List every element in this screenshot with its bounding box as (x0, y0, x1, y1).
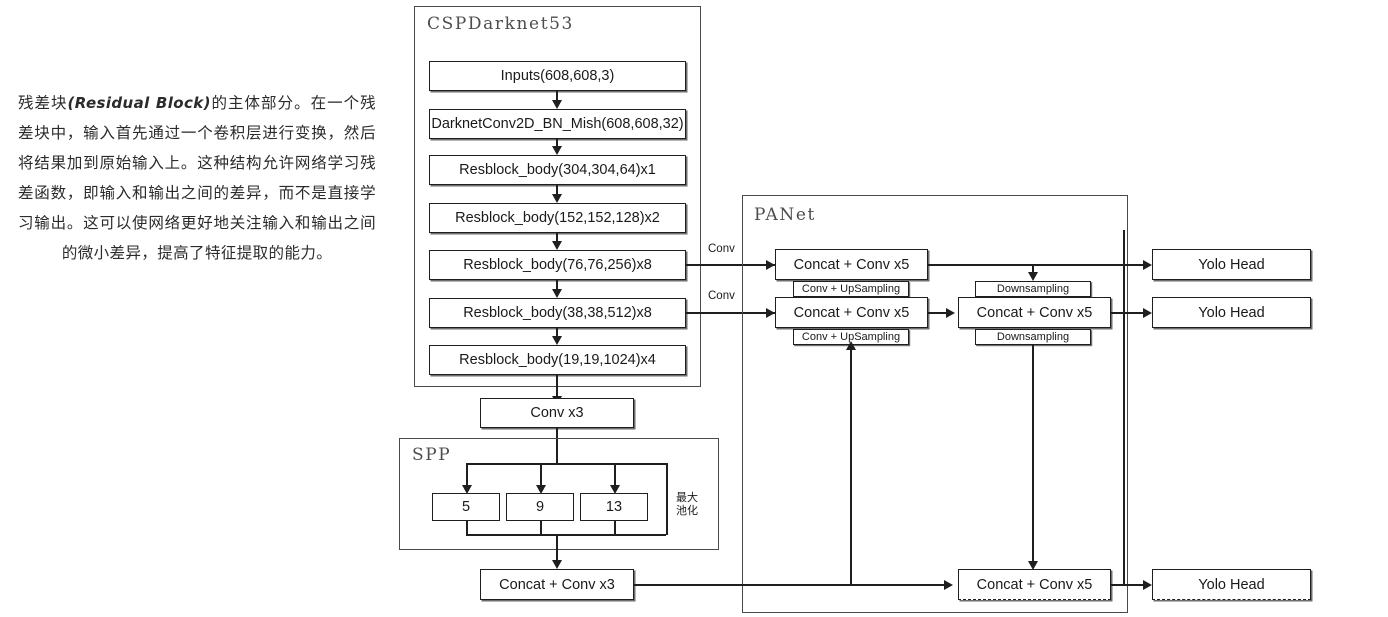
arrowhead-res152-to-res76 (551, 241, 562, 250)
connector-res152-to-res76 (556, 233, 558, 241)
explanatory-note: 残差块(Residual Block)的主体部分。在一个残差块中，输入首先通过一… (18, 88, 376, 268)
node-spp-pool-5[interactable]: 5 (432, 493, 500, 521)
connector-tap38-horizontal (686, 312, 780, 314)
connector-panet-right-bus (1123, 230, 1125, 584)
connector-res19-to-convx3 (556, 375, 558, 396)
connector-downsample-bottom-to-bottom-x5 (1032, 345, 1034, 561)
node-downsampling-bottom[interactable]: Downsampling (975, 329, 1091, 345)
node-panet-concat-conv-x5-bottom[interactable]: Concat + Conv x5 (958, 569, 1111, 600)
node-downsampling-top[interactable]: Downsampling (975, 281, 1091, 297)
group-title-cspdarknet53: CSPDarknet53 (427, 14, 574, 34)
node-yolo-head-2[interactable]: Yolo Head (1152, 297, 1311, 328)
node-spp-pool-9[interactable]: 9 (506, 493, 574, 521)
connector-conv-to-res304 (556, 139, 558, 146)
group-title-panet: PANet (754, 205, 816, 225)
spp-branch-right-down (614, 463, 616, 485)
arrowhead-to-yolo-head-3 (1143, 579, 1152, 590)
connector-res76-to-res38 (556, 280, 558, 289)
connector-right-x5-to-head2 (1111, 312, 1143, 314)
connector-panet-entry-rail (742, 195, 743, 613)
arrowhead-to-downsampling-top (1027, 272, 1038, 281)
node-conv-x3[interactable]: Conv x3 (480, 398, 634, 428)
arrowhead-to-yolo-head-2 (1143, 307, 1152, 318)
connector-convx3-to-spp (556, 428, 558, 464)
node-spp-pool-13[interactable]: 13 (580, 493, 648, 521)
label-tap-conv-76: Conv (708, 243, 735, 255)
arrowhead-downsample-bottom-to-bottom-x5 (1027, 561, 1038, 570)
label-spp-maxpool: 最大 池化 (676, 491, 698, 517)
connector-spp-to-concat-convx3 (556, 534, 558, 560)
group-spp (399, 438, 719, 550)
arrowhead-res38-to-res19 (551, 336, 562, 345)
node-panet-concat-conv-x5-right[interactable]: Concat + Conv x5 (958, 297, 1111, 328)
spp-bus-bottom (466, 534, 666, 536)
arrowhead-upsample-feed (845, 341, 856, 350)
node-darknetconv2d-bn-mish[interactable]: DarknetConv2D_BN_Mish(608,608,32) (429, 109, 686, 139)
node-yolo-head-1[interactable]: Yolo Head (1152, 249, 1311, 280)
arrowhead-res76-to-res38 (551, 289, 562, 298)
spp-branch-left-down (466, 463, 468, 485)
node-conv-upsampling-top[interactable]: Conv + UpSampling (793, 281, 909, 297)
arrowhead-res304-to-res152 (551, 194, 562, 203)
connector-top-x5-right (928, 264, 1143, 266)
arrowhead-spp-pool-13 (609, 485, 620, 494)
group-panet (742, 195, 1128, 613)
arrowhead-tap38 (766, 307, 775, 318)
arrowhead-spp-pool-9 (535, 485, 546, 494)
note-text-pre: 残差块 (18, 94, 68, 112)
connector-inputs-to-conv (556, 91, 558, 100)
node-panet-concat-conv-x5-mid[interactable]: Concat + Conv x5 (775, 297, 928, 328)
node-resblock-body-76[interactable]: Resblock_body(76,76,256)x8 (429, 250, 686, 280)
arrowhead-conv-to-res304 (551, 146, 562, 155)
spp-merge-right-up (614, 521, 616, 535)
node-inputs[interactable]: Inputs(608,608,3) (429, 61, 686, 91)
connector-top-x5-down-to-downsample (1032, 264, 1034, 272)
connector-res304-to-res152 (556, 185, 558, 194)
connector-tap76-horizontal (686, 264, 780, 266)
node-conv-upsampling-bottom[interactable]: Conv + UpSampling (793, 329, 909, 345)
spp-branch-mid-down (540, 463, 542, 485)
node-resblock-body-19[interactable]: Resblock_body(19,19,1024)x4 (429, 345, 686, 375)
connector-res38-to-res19 (556, 328, 558, 336)
group-title-spp: SPP (412, 445, 452, 465)
arrowhead-to-yolo-head-1 (1143, 259, 1152, 270)
node-resblock-body-304[interactable]: Resblock_body(304,304,64)x1 (429, 155, 686, 185)
arrowhead-inputs-to-conv (551, 100, 562, 109)
arrowhead-spp-to-concat-convx3 (551, 560, 562, 569)
note-text-post: 的主体部分。在一个残差块中，输入首先通过一个卷积层进行变换，然后将结果加到原始输… (18, 94, 376, 262)
arrowhead-spp-pool-5 (461, 485, 472, 494)
connector-concat-convx3-to-bottom-x5 (634, 584, 946, 586)
node-concat-conv-x3[interactable]: Concat + Conv x3 (480, 569, 634, 600)
node-yolo-head-3[interactable]: Yolo Head (1152, 569, 1311, 600)
node-resblock-body-38[interactable]: Resblock_body(38,38,512)x8 (429, 298, 686, 328)
spp-merge-mid-up (540, 521, 542, 535)
connector-bottom-x5-to-head3 (1111, 584, 1143, 586)
connector-mid-x5-to-right-x5 (928, 312, 950, 314)
note-text-en: (Residual Block) (67, 94, 211, 112)
node-resblock-body-152[interactable]: Resblock_body(152,152,128)x2 (429, 203, 686, 233)
node-panet-concat-conv-x5-top[interactable]: Concat + Conv x5 (775, 249, 928, 280)
arrowhead-concat-convx3-to-bottom-x5 (944, 579, 953, 590)
arrowhead-mid-x5-to-right-x5 (946, 307, 955, 318)
label-tap-conv-38: Conv (708, 290, 735, 302)
spp-bus-right-edge (666, 463, 668, 535)
spp-bus-top (466, 463, 666, 465)
arrowhead-tap76 (766, 259, 775, 270)
connector-upsample-feed-vertical (850, 350, 852, 584)
spp-merge-left-up (466, 521, 468, 535)
